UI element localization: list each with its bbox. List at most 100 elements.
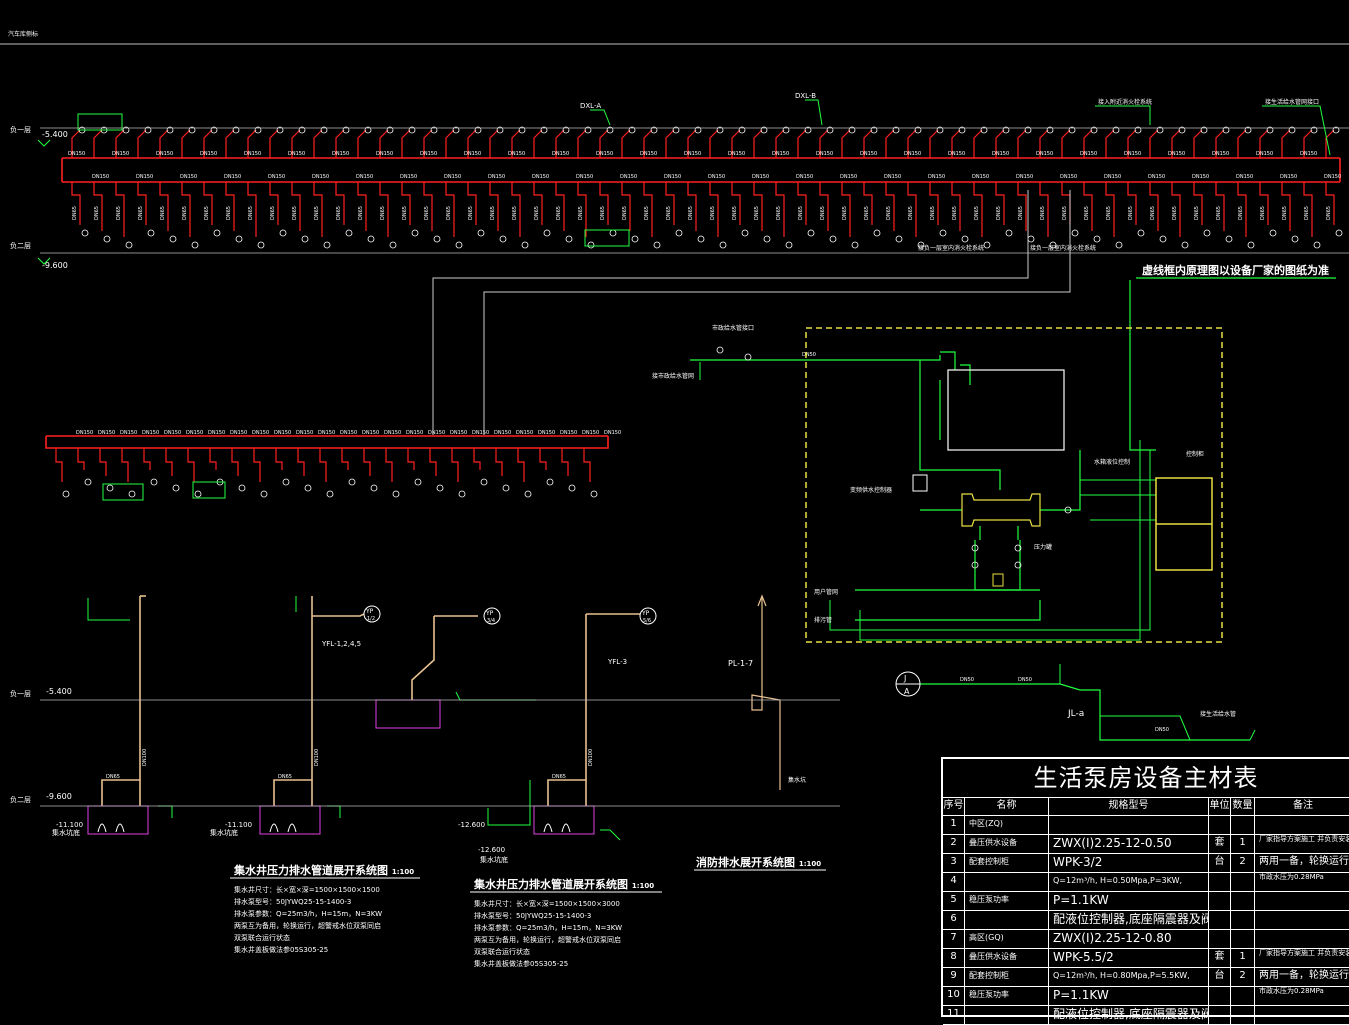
- sprinkler-icon: [188, 126, 196, 134]
- pipe-label-mid: DN150: [274, 430, 291, 436]
- pipe-label-mid: DN150: [252, 430, 269, 436]
- lower-branch: [555, 182, 565, 231]
- pipe-label-mid: DN150: [296, 430, 313, 436]
- lower-branch: [1303, 182, 1313, 237]
- lower-branch: [1083, 182, 1093, 231]
- table-cell-name: 叠压供水设备: [965, 948, 1049, 967]
- pipe-label-upper: DN150: [860, 151, 877, 157]
- lower-branch: [907, 182, 917, 237]
- upper-branch: [137, 129, 147, 158]
- mid-branch: [121, 448, 129, 482]
- sump-pit-b1: [375, 699, 441, 729]
- col-unit: 单位: [1209, 797, 1231, 815]
- mid-branch: [143, 448, 151, 470]
- lower-branch: [621, 182, 631, 231]
- upper-branch: [731, 129, 741, 158]
- pipe-label-vertical: DN65: [952, 206, 958, 220]
- table-cell-no: 1: [943, 815, 965, 834]
- lower-branch: [665, 182, 675, 225]
- pipe-label-mid: DN150: [120, 430, 137, 436]
- level-name-b1-lower: 负一层: [10, 689, 31, 698]
- sprinkler-icon: [738, 126, 746, 134]
- pipe-label-vertical: DN65: [1062, 206, 1068, 220]
- pit-label-2: 集水坑底: [210, 828, 238, 837]
- table-cell-qty: [1231, 910, 1255, 929]
- table-cell-qty: [1231, 929, 1255, 948]
- sprinkler-icon: [414, 478, 422, 486]
- pump-label-meter: 接生活给水管: [1200, 710, 1236, 718]
- pipe-label-mid: DN150: [164, 430, 181, 436]
- pipe-label-vertical: DN65: [270, 206, 276, 220]
- table-cell-name: 配套控制柜: [965, 853, 1049, 872]
- lower-branch: [423, 182, 433, 231]
- mid-branch: [253, 448, 261, 482]
- sprinkler-icon: [958, 126, 966, 134]
- upper-branch: [621, 129, 631, 158]
- water-tank: [947, 369, 1065, 451]
- sprinkler-icon: [1156, 126, 1164, 134]
- pipe-label-mid: DN150: [516, 430, 533, 436]
- sprinkler-icon: [895, 235, 903, 243]
- level-elev-b1-lower: -5.400: [46, 687, 72, 696]
- level-elev-b1: -5.400: [42, 130, 68, 139]
- table-cell-note: 两用一备，轮换运行: [1259, 856, 1349, 867]
- lower-branch: [775, 182, 785, 237]
- sump-note-1-0: 集水井尺寸：长×宽×深=1500×1500×1500: [234, 885, 380, 894]
- pipe-label-upper: DN150: [552, 151, 569, 157]
- pipe-label-mid: DN150: [406, 430, 423, 436]
- note-lower-1: 接负一层室内消火栓系统: [918, 244, 984, 252]
- mid-branch: [99, 448, 107, 476]
- yp-symbol-2: [483, 607, 501, 625]
- sprinkler-icon: [804, 126, 812, 134]
- table-cell-spec: WPK-3/2: [1049, 853, 1209, 872]
- jl-a-label: JL-a: [1067, 709, 1084, 719]
- sprinkler-icon: [829, 235, 837, 243]
- pipe-label-lower: DN150: [136, 174, 153, 180]
- sprinkler-icon: [914, 126, 922, 134]
- pipe-label-vertical: DN65: [842, 206, 848, 220]
- upper-branch: [1303, 129, 1313, 158]
- sump-note-1-1: 排水泵型号：50JYWQ25-15-1400-3: [234, 897, 351, 906]
- lower-branch: [357, 182, 367, 231]
- note-highlight: 虚线框内原理图以设备厂家的图纸为准: [1142, 263, 1329, 277]
- pipe-label-vertical: DN65: [820, 206, 826, 220]
- table-cell-unit: [1209, 815, 1231, 834]
- sprinkler-icon: [257, 241, 265, 249]
- lower-branch: [709, 182, 719, 237]
- pipe-label-vertical: DN65: [72, 206, 78, 220]
- sprinkler-icon: [546, 478, 554, 486]
- table-cell-unit: [1209, 1005, 1231, 1024]
- sprinkler-icon: [147, 229, 155, 237]
- sprinkler-icon: [763, 235, 771, 243]
- table-cell-unit: 台: [1209, 967, 1231, 986]
- pipe-label-sump: DN65: [278, 774, 292, 780]
- mid-branch: [77, 448, 85, 470]
- yp-sub-3: 5/6: [643, 618, 651, 624]
- pipe-label-vertical: DN65: [380, 206, 386, 220]
- table-title: 生活泵房设备主材表: [943, 759, 1349, 798]
- sump-note-1-3: 两泵互为备用，轮换运行，超警戒水位双泵同启: [234, 921, 381, 930]
- elev-marker-b2: [37, 257, 51, 265]
- mid-branch: [319, 448, 327, 482]
- table-cell-name: [965, 872, 1049, 891]
- sprinkler-icon: [232, 126, 240, 134]
- sprinkler-icon: [562, 126, 570, 134]
- upper-branch: [819, 129, 829, 158]
- sprinkler-icon: [452, 126, 460, 134]
- sprinkler-icon: [235, 235, 243, 243]
- tag-ylf: YFL-1,2,4,5: [321, 640, 361, 648]
- pipe-label-upper: DN150: [948, 151, 965, 157]
- sump-pit: [87, 805, 149, 835]
- fire-drain-pl: PL-1-7: [728, 659, 753, 668]
- sump-note-1-2: 排水泵参数：Q=25m3/h，H=15m，N=3KW: [234, 909, 382, 918]
- sprinkler-icon: [694, 126, 702, 134]
- sprinkler-icon: [194, 490, 202, 498]
- pipe-label-lower: DN150: [1060, 174, 1077, 180]
- valve-icon: [744, 353, 752, 361]
- sprinkler-icon: [1225, 235, 1233, 243]
- lower-branch: [1017, 182, 1027, 231]
- table-cell-qty: 2: [1231, 853, 1255, 872]
- sprinkler-icon: [386, 126, 394, 134]
